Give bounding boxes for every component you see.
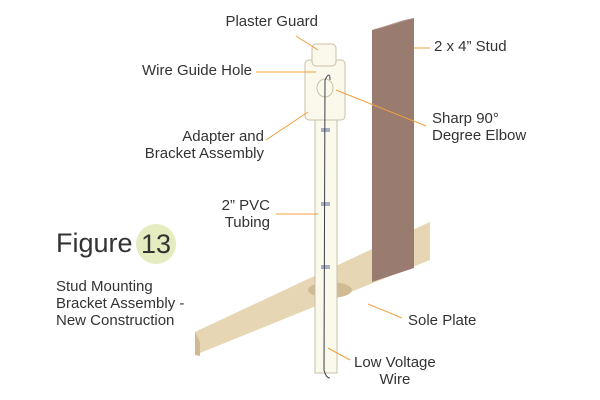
label-wire-line1: Low Voltage xyxy=(354,354,436,371)
stud-side xyxy=(372,18,414,282)
figure-caption-line: New Construction xyxy=(56,312,175,329)
label-wire-line2: Wire xyxy=(379,371,411,388)
leader-adapter xyxy=(265,111,309,141)
leader-elbow xyxy=(335,89,427,127)
figure-word: Figure xyxy=(56,228,133,258)
figure-caption: Stud Mounting Bracket Assembly - New Con… xyxy=(56,278,184,329)
plaster-guard-shape xyxy=(311,43,337,67)
label-elbow: Sharp 90° Degree Elbow xyxy=(432,110,526,144)
leader-plaster-guard xyxy=(295,35,319,51)
sole-plate-front xyxy=(195,332,200,356)
leader-sole-plate xyxy=(367,303,403,319)
label-adapter: Adapter and Bracket Assembly xyxy=(145,128,264,162)
tube-clip xyxy=(321,265,330,269)
figure-number-badge: 13 xyxy=(136,224,176,264)
stud-top xyxy=(372,18,414,30)
label-adapter-line2: Bracket Assembly xyxy=(144,145,264,162)
label-pvc-line2: Tubing xyxy=(224,214,270,231)
leader-wire xyxy=(327,347,351,361)
label-wire: Low Voltage Wire xyxy=(354,354,436,388)
label-pvc-line1: 2” PVC xyxy=(221,197,270,214)
tube-clip xyxy=(321,202,330,206)
figure-caption-line: Bracket Assembly - xyxy=(56,295,185,312)
low-voltage-wire xyxy=(323,74,331,379)
label-elbow-line2: Degree Elbow xyxy=(432,127,527,144)
pvc-tube xyxy=(314,97,338,374)
sole-plate-top-face xyxy=(195,222,430,342)
label-wire-guide-hole: Wire Guide Hole xyxy=(141,62,252,79)
label-elbow-line1: Sharp 90° xyxy=(432,110,499,127)
label-stud: 2 x 4” Stud xyxy=(434,38,507,55)
label-plaster-guard: Plaster Guard xyxy=(225,13,318,30)
label-adapter-line1: Adapter and xyxy=(182,128,264,145)
label-pvc: 2” PVC Tubing xyxy=(222,197,270,231)
tube-clip xyxy=(321,128,330,132)
figure-caption-line: Stud Mounting xyxy=(56,278,153,295)
label-sole-plate: Sole Plate xyxy=(408,312,477,329)
